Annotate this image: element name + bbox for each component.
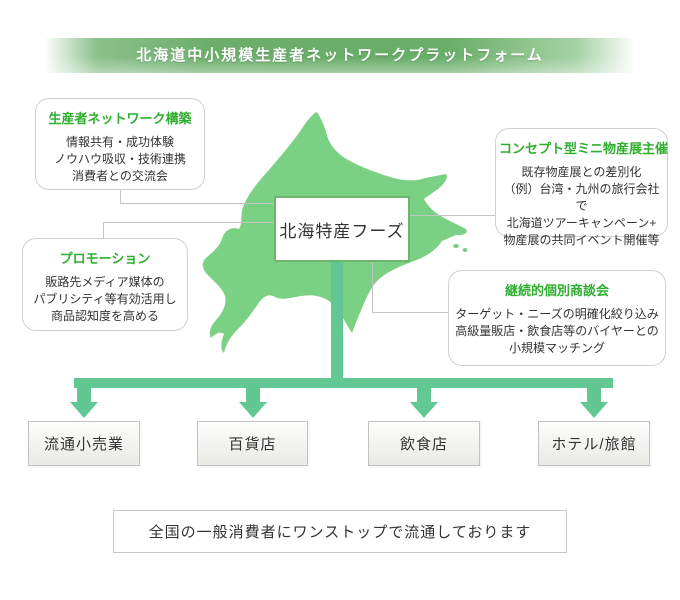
arrow-down-icon bbox=[580, 402, 608, 418]
callout-title: プロモーション bbox=[59, 251, 151, 266]
callout-mini-expo: コンセプト型ミニ物産展主催 既存物産展との差別化 （例）台湾・九州の旅行会社で … bbox=[495, 128, 669, 247]
connector-network-vertical bbox=[120, 190, 121, 203]
callout-body: 販路先メディア媒体の パブリシティ等有効活用し 商品認知度を高める bbox=[33, 275, 177, 324]
title-banner: 北海道中小規模生産者ネットワークプラットフォーム bbox=[44, 38, 636, 73]
flow-drop-2 bbox=[246, 388, 260, 402]
channel-retail: 流通小売業 bbox=[28, 421, 140, 466]
flow-drop-3 bbox=[417, 388, 431, 402]
arrow-down-icon bbox=[239, 402, 267, 418]
flow-drop-4 bbox=[587, 388, 601, 402]
center-company-box: 北海特産フーズ bbox=[274, 196, 410, 262]
flow-stub bbox=[331, 262, 343, 378]
channel-restaurant: 飲食店 bbox=[368, 421, 480, 466]
arrow-down-icon bbox=[410, 402, 438, 418]
arrow-down-icon bbox=[70, 402, 98, 418]
connector-network-horizontal bbox=[120, 203, 274, 204]
connector-promotion-vertical bbox=[103, 222, 104, 238]
flow-drop-1 bbox=[77, 388, 91, 402]
callout-title: 生産者ネットワーク構築 bbox=[48, 111, 192, 126]
footer-message-box: 全国の一般消費者にワンストップで流通しております bbox=[113, 510, 567, 553]
connector-meeting-vertical bbox=[372, 262, 373, 312]
channel-department-store: 百貨店 bbox=[197, 421, 308, 466]
connector-promotion-horizontal bbox=[103, 222, 274, 223]
connector-meeting-horizontal bbox=[372, 312, 448, 313]
channel-hotel: ホテル/旅館 bbox=[538, 421, 650, 466]
callout-body: 既存物産展との差別化 （例）台湾・九州の旅行会社で 北海道ツアーキャンペーン+ … bbox=[503, 165, 660, 248]
callout-body: 情報共有・成功体験 ノウハウ吸収・技術連携 消費者との交流会 bbox=[53, 135, 186, 184]
callout-business-meeting: 継続的個別商談会 ターゲット・ニーズの明確化絞り込み 高級量販店・飲食店等のバイ… bbox=[448, 270, 666, 366]
callout-title: 継続的個別商談会 bbox=[504, 283, 609, 298]
callout-promotion: プロモーション 販路先メディア媒体の パブリシティ等有効活用し 商品認知度を高め… bbox=[22, 238, 188, 331]
callout-producer-network: 生産者ネットワーク構築 情報共有・成功体験 ノウハウ吸収・技術連携 消費者との交… bbox=[35, 98, 205, 190]
connector-expo-horizontal bbox=[410, 215, 495, 216]
callout-title: コンセプト型ミニ物産展主催 bbox=[499, 141, 669, 156]
flow-bar bbox=[74, 378, 613, 388]
callout-body: ターゲット・ニーズの明確化絞り込み 高級量販店・飲食店等のバイヤーとの 小規模マ… bbox=[455, 307, 659, 356]
